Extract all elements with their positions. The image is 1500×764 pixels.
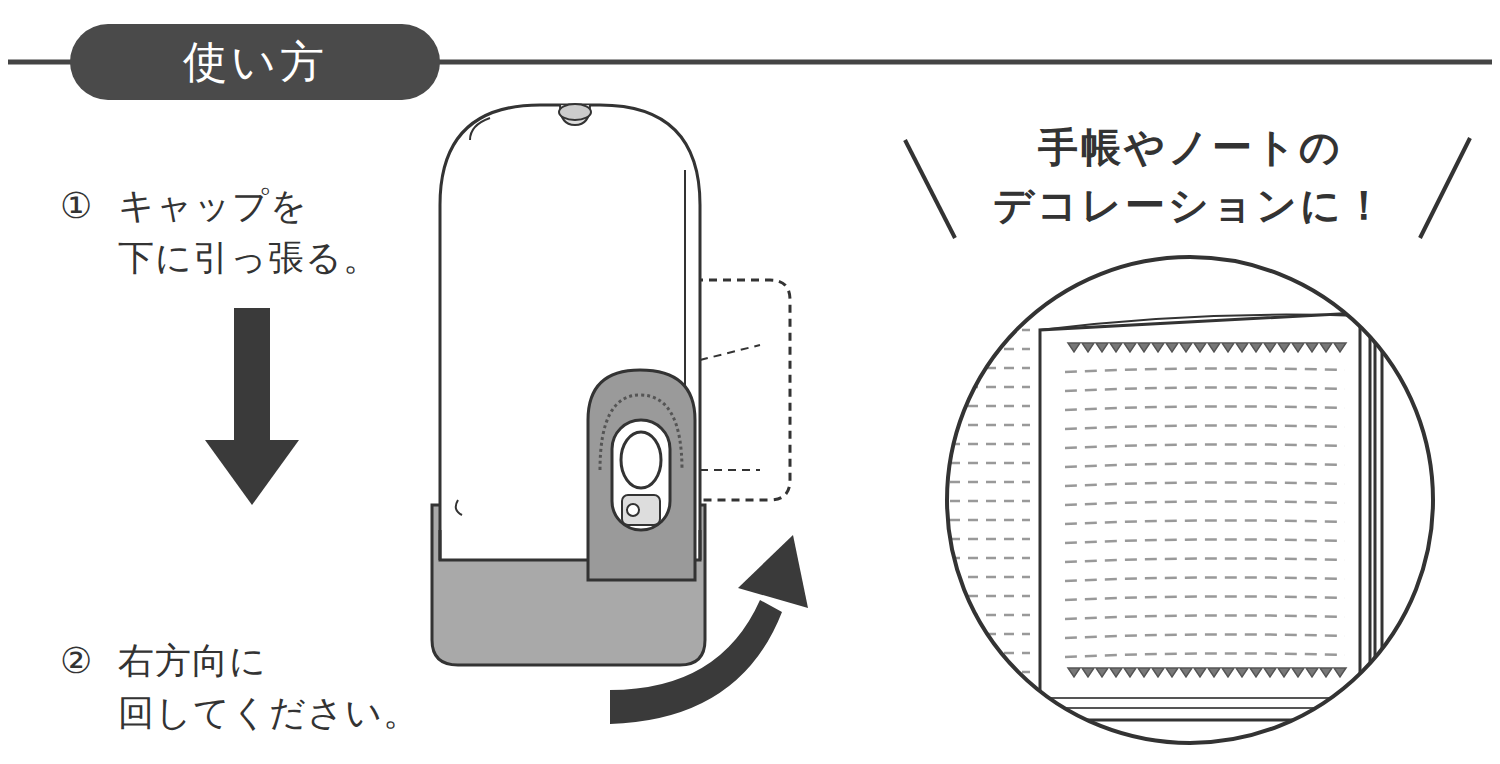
notebook-illustration — [900, 250, 1500, 764]
header-title: 使い方 — [183, 33, 328, 92]
heading-text: 手帳やノートの デコレーションに！ — [993, 118, 1387, 234]
down-arrow — [205, 308, 299, 505]
step-text: 右方向に 回してください。 — [118, 635, 420, 739]
step-text: キャップを 下に引っ張る。 — [118, 180, 380, 284]
header-pill: 使い方 — [70, 24, 440, 100]
callout-number: ① — [60, 180, 93, 232]
stamp-illustration — [432, 104, 790, 665]
callout-number: ② — [60, 635, 93, 687]
